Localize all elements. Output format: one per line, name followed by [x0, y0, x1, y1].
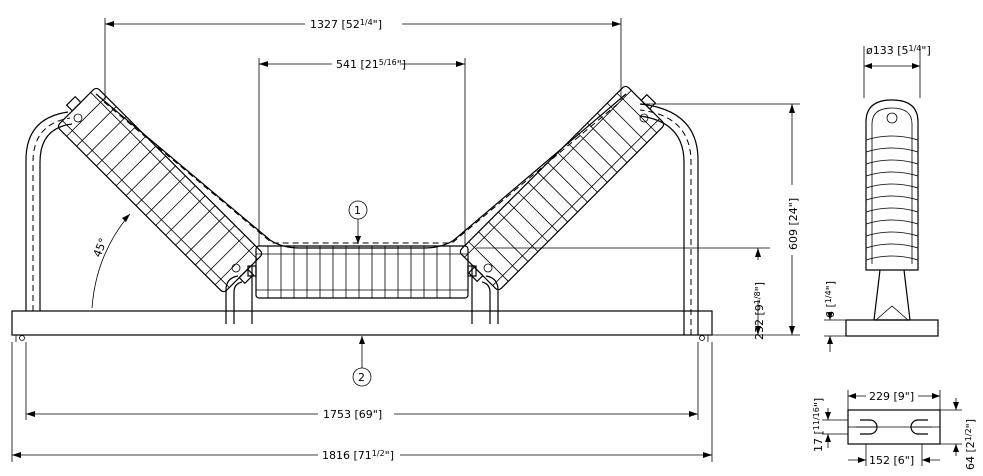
plate-thickness-tail: "]: [824, 281, 837, 290]
top-span-text: 1327 [52: [310, 18, 360, 31]
center-height-text: 232 [9: [753, 304, 766, 340]
dimension-base-inner: 1753 [69"]: [25, 342, 699, 421]
center-height-tail: "]: [753, 282, 766, 291]
callout-1: 1: [348, 200, 368, 244]
middle-span-text: 541 [21: [336, 58, 379, 71]
base-frame: [11, 310, 713, 342]
svg-text:64 [21/2"]: 64 [21/2"]: [964, 419, 977, 470]
foot-slot-spacing-text: 152 [6"]: [869, 454, 914, 467]
svg-text:17 [11/16"]: 17 [11/16"]: [812, 398, 825, 452]
svg-text:541 [215/16"]: 541 [215/16"]: [336, 58, 406, 71]
top-span-frac: 1/4: [360, 18, 373, 27]
center-roll: [225, 245, 499, 324]
left-wing-roll: [57, 87, 263, 293]
middle-span-frac: 5/16: [379, 58, 397, 67]
callout-1-label: 1: [354, 204, 361, 217]
dimension-middle-span: 541 [215/16"]: [258, 58, 466, 246]
svg-text:1327 [521/4"]: 1327 [521/4"]: [310, 18, 382, 31]
callout-2: 2: [352, 336, 372, 387]
foot-slot-frac: 11/16: [812, 407, 821, 430]
dimension-overall-height: 609 [24"]: [640, 103, 800, 336]
base-inner-text: 1753 [69"]: [323, 408, 382, 421]
foot-depth-tail: "]: [964, 419, 977, 428]
foot-depth-text: 64 [2: [964, 441, 977, 470]
right-wing-roll: [459, 85, 665, 291]
foot-slot-text: 17 [: [812, 430, 825, 452]
base-outer-tail: "]: [385, 449, 394, 462]
foot-depth-frac: 1/2: [964, 428, 973, 441]
angle-label: 45°: [91, 236, 110, 259]
overall-height-text: 609 [24"]: [787, 198, 800, 250]
left-bracket: [25, 111, 73, 311]
belt-outline: [95, 93, 627, 249]
plate-thickness-text: 6 [: [824, 303, 837, 318]
svg-text:6 [1/4"]: 6 [1/4"]: [824, 281, 837, 318]
center-height-frac: 1/8: [753, 291, 762, 304]
side-view: ø133 [51/4"] 6 [1: [824, 44, 939, 352]
base-outer-text: 1816 [71: [322, 449, 372, 462]
dimension-center-height: 232 [91/8"]: [476, 247, 770, 340]
svg-text:232 [91/8"]: 232 [91/8"]: [753, 282, 766, 340]
roll-diameter-tail: "]: [921, 44, 930, 57]
foot-width-text: 229 [9"]: [869, 390, 914, 403]
top-span-tail: "]: [373, 18, 382, 31]
roll-diameter-frac: 1/4: [909, 44, 922, 53]
svg-text:ø133 [51/4"]: ø133 [51/4"]: [866, 44, 931, 57]
middle-span-tail: "]: [397, 58, 406, 71]
dimension-top-span: 1327 [521/4"]: [104, 18, 622, 100]
plate-thickness-frac: 1/4: [824, 290, 833, 303]
svg-text:1816 [711/2"]: 1816 [711/2"]: [322, 449, 394, 462]
angle-indicator: 45°: [40, 213, 131, 312]
base-outer-frac: 1/2: [372, 449, 385, 458]
foot-detail: 229 [9"] 152 [6"] 17 [11/16"] 64 [21/2"]: [812, 390, 977, 470]
callout-2-label: 2: [358, 371, 365, 384]
dimension-base-outer: 1816 [711/2"]: [11, 342, 713, 462]
roll-diameter-text: ø133 [5: [866, 44, 909, 57]
foot-slot-tail: "]: [812, 398, 825, 407]
right-bracket: [639, 103, 699, 335]
